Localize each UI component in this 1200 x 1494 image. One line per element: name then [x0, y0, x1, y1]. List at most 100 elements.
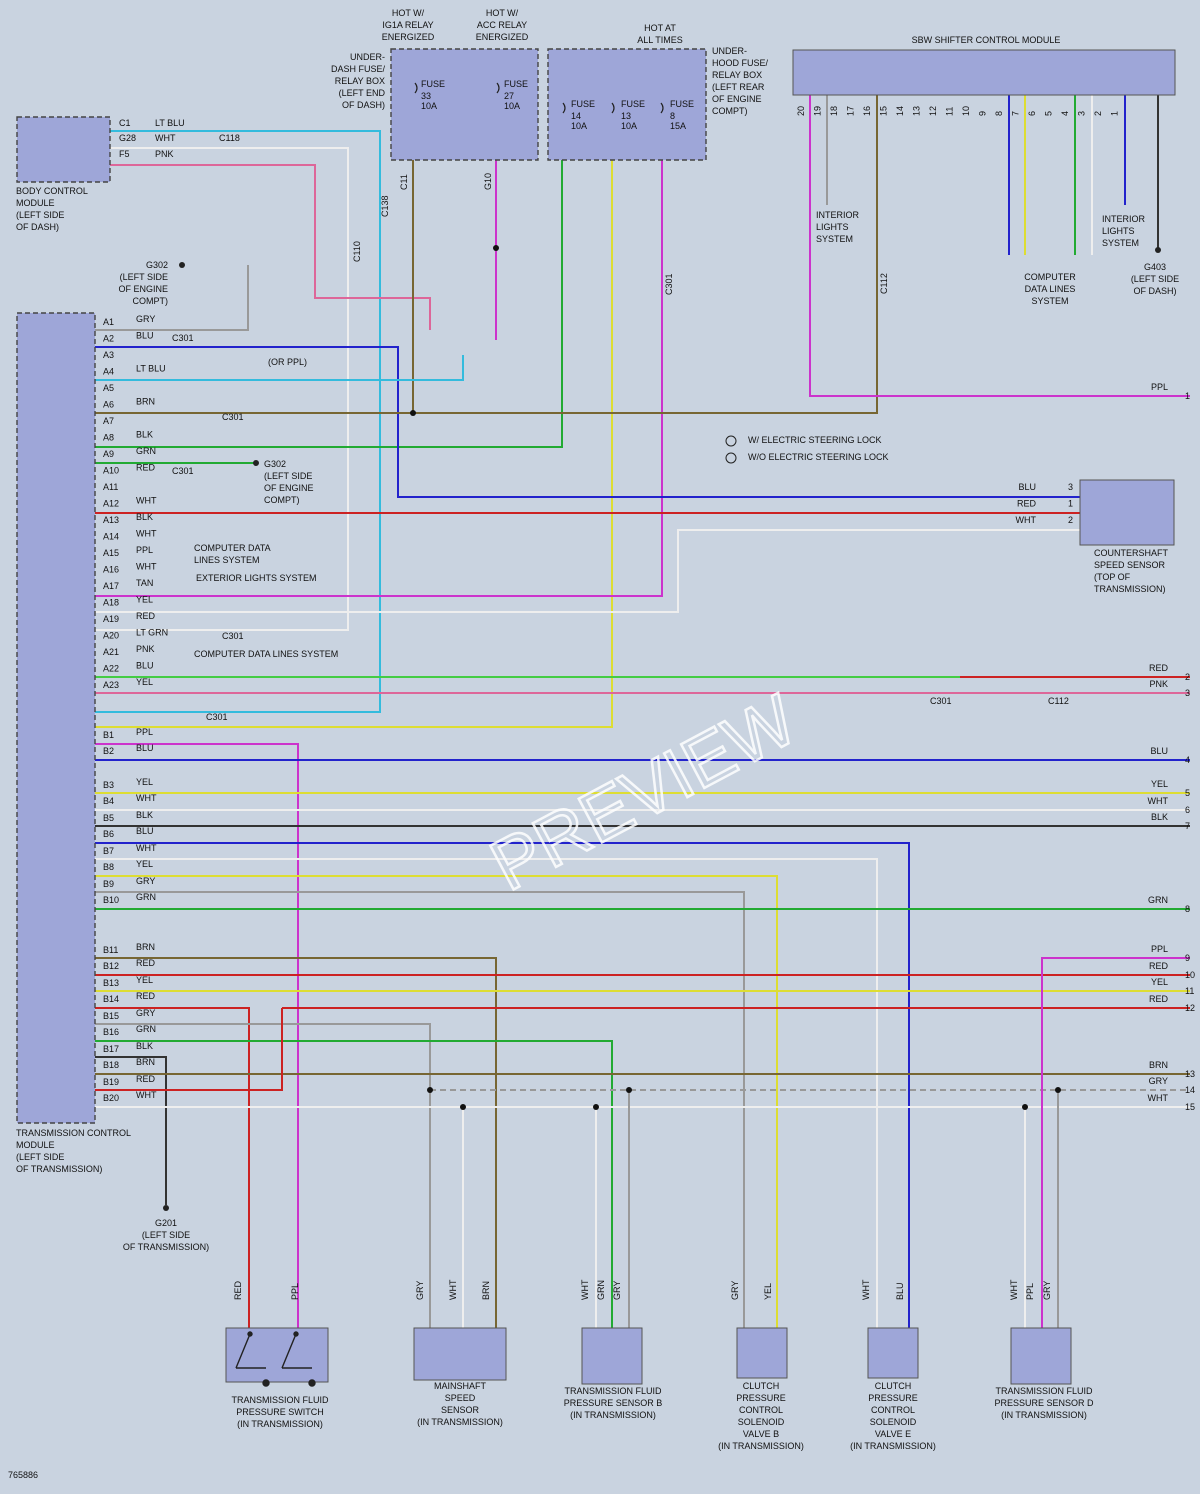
tcm-pin-color-A18: YEL: [136, 595, 153, 605]
fuse-amp: 15A: [670, 121, 686, 131]
tcm-pin-A3: A3: [103, 350, 114, 360]
tcm-pin-color-A4: LT BLU: [136, 364, 166, 374]
fuse-amp: 10A: [504, 101, 520, 111]
sensor-d-box: [1010, 1327, 1072, 1385]
conn-c301: C301: [222, 631, 244, 641]
wire-pnk-bcm: [110, 164, 431, 330]
tcm-pin-color-A1: GRY: [136, 314, 155, 324]
tcm-pin-color-A2: BLU: [136, 331, 154, 341]
wire-color-10: RED: [1149, 961, 1169, 971]
cs-pin-color: RED: [1017, 499, 1037, 509]
component-wire-color: GRY: [612, 1281, 622, 1300]
splice-dot: [493, 245, 499, 251]
tcm-pin-color-A6: BRN: [136, 397, 155, 407]
tcm-pin-B17: B17: [103, 1044, 119, 1054]
wire-color-9: PPL: [1151, 944, 1168, 954]
component-wire-color: PPL: [1025, 1283, 1035, 1300]
tcm-pin-A6: A6: [103, 400, 114, 410]
tcm-pin-A8: A8: [103, 433, 114, 443]
conn-c138: C138: [380, 195, 390, 217]
splice-dot: [626, 1087, 632, 1093]
sbw-pin-12: 12: [928, 106, 938, 116]
splice-dot: [1022, 1104, 1028, 1110]
conn-c112-h: C112: [1048, 696, 1069, 706]
tcm-pin-B11: B11: [103, 945, 118, 955]
tcm-pin-color-A14: WHT: [136, 529, 157, 539]
tcm-pin-B7: B7: [103, 846, 114, 856]
sbw-pin-4: 4: [1060, 111, 1070, 116]
tcm-pin-B4: B4: [103, 796, 114, 806]
sbw-pin-3: 3: [1077, 111, 1087, 116]
tcm-pin-color-B4: WHT: [136, 793, 157, 803]
sbw-pin-5: 5: [1044, 111, 1054, 116]
wire-num-15: 15: [1185, 1102, 1195, 1112]
legend-1: W/ ELECTRIC STEERING LOCK: [748, 435, 882, 445]
component-wire-color: GRN: [596, 1280, 606, 1300]
tcm-pin-color-B15: GRY: [136, 1008, 155, 1018]
wire-blu-b6: [95, 842, 910, 1328]
conn-c11: C11: [399, 174, 409, 190]
legend-circle-2: [725, 452, 737, 464]
tcm-pin-color-A17: TAN: [136, 578, 153, 588]
sbw-pin-16: 16: [862, 106, 872, 116]
bcm-box: [16, 116, 111, 183]
tcm-pin-B16: B16: [103, 1027, 119, 1037]
cs-pin-color: WHT: [1016, 515, 1037, 525]
legend-circle-1: [725, 435, 737, 447]
tcm-pin-B1: B1: [103, 730, 114, 740]
fuse-num: 14: [571, 111, 581, 121]
fuse-amp: 10A: [621, 121, 637, 131]
component-wire-color: YEL: [763, 1283, 773, 1300]
ground-symbol: [253, 460, 259, 466]
sbw-pin-17: 17: [846, 106, 856, 116]
static-layer: [16, 48, 1176, 1387]
legend-2: W/O ELECTRIC STEERING LOCK: [748, 452, 889, 462]
wire-num-6: 6: [1185, 805, 1190, 815]
wire-color-15: WHT: [1148, 1093, 1169, 1103]
tcm-pin-color-B1: PPL: [136, 727, 153, 737]
underdash-fuse-box: [390, 48, 539, 161]
wire-wht-bcm: [95, 147, 349, 631]
tcm-pin-B6: B6: [103, 829, 114, 839]
or-ppl-note: (OR PPL): [268, 357, 307, 367]
conn-c301: C301: [172, 333, 194, 343]
mainshaft-box: [413, 1327, 507, 1381]
tcm-pin-A17: A17: [103, 581, 119, 591]
wire-color-8: GRN: [1148, 895, 1168, 905]
tcm-box: [16, 312, 96, 1124]
sbw-pin-2: 2: [1093, 111, 1103, 116]
tcm-pin-color-A13: BLK: [136, 512, 153, 522]
wire-color-6: WHT: [1148, 796, 1169, 806]
tcm-pin-color-B3: YEL: [136, 777, 153, 787]
sbw-pin-14: 14: [895, 106, 905, 116]
tcm-pin-B8: B8: [103, 862, 114, 872]
tcm-pin-color-B7: WHT: [136, 843, 157, 853]
splice-dot: [460, 1104, 466, 1110]
fuse-amp: 10A: [421, 101, 437, 111]
tcm-pin-color-A21: PNK: [136, 644, 155, 654]
splice-dot: [1055, 1087, 1061, 1093]
wire-blu-a2: [95, 346, 1080, 498]
wire-color-1: PPL: [1151, 382, 1168, 392]
conn-c301: C301: [206, 712, 228, 722]
sbw-pin-9: 9: [978, 111, 988, 116]
wire-color-13: BRN: [1149, 1060, 1168, 1070]
wire-grn-b16: [95, 1040, 613, 1328]
ground-symbol: [1155, 247, 1161, 253]
tcm-pin-color-B13: YEL: [136, 975, 153, 985]
wire-brn-b11: [95, 957, 497, 1328]
tcm-pin-A7: A7: [103, 416, 114, 426]
tcm-pin-B2: B2: [103, 746, 114, 756]
tcm-pin-color-A8: BLK: [136, 430, 153, 440]
tcm-pin-color-A16: WHT: [136, 562, 157, 572]
wire-ppl-sbw: [809, 95, 1190, 397]
sbw-pin-8: 8: [994, 111, 1004, 116]
wire-num-11: 11: [1185, 986, 1194, 996]
